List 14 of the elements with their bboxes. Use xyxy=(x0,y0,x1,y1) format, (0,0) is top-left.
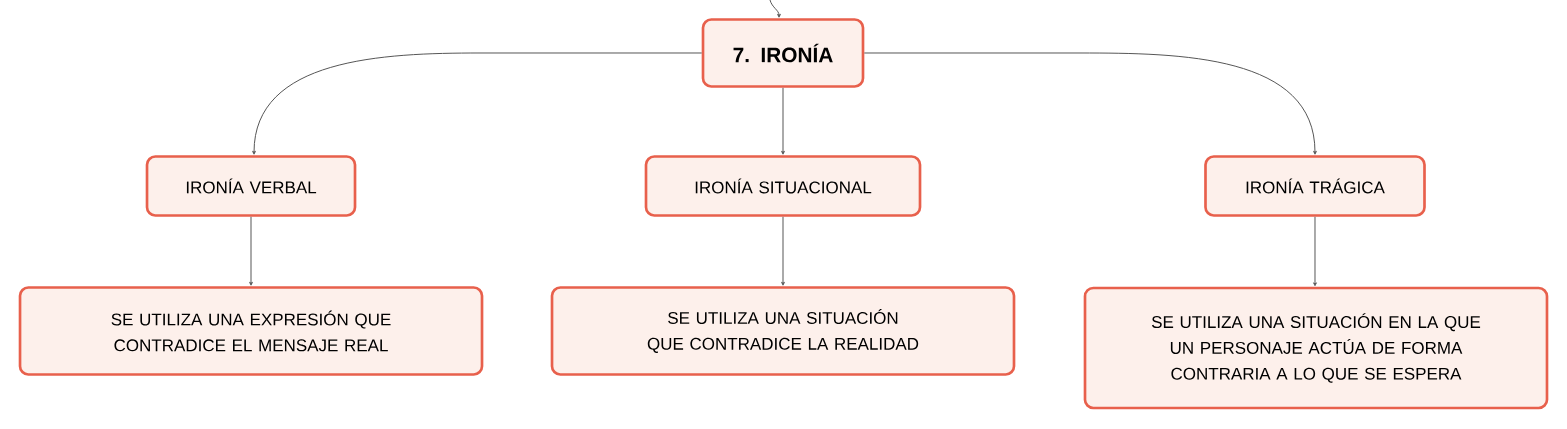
topic-box: IRONÍA TRÁGICA xyxy=(1204,155,1426,217)
arrow xyxy=(249,216,253,286)
arrow xyxy=(863,52,1317,155)
description-box: SE UTILIZA UNA EXPRESIÓN QUE CONTRADICE EL MENSAJE REAL xyxy=(18,286,484,376)
description-box: SE UTILIZA UNA SITUACIÓN QUE CONTRADICE LA REALIDAD xyxy=(550,286,1016,376)
heading-box: 7. IRONÍA xyxy=(701,18,865,88)
topic-box: IRONÍA SITUACIONAL xyxy=(644,155,922,217)
arrow xyxy=(769,0,781,18)
arrow xyxy=(781,216,785,286)
description-box: SE UTILIZA UNA SITUACIÓN EN LA QUE UN PERSONAJE ACTÚA DE FORMA CONTRARIA A LO QUE SE ESPERA xyxy=(1083,286,1549,410)
arrow xyxy=(1313,216,1317,287)
arrow xyxy=(252,52,703,155)
arrow xyxy=(781,87,785,155)
topic-box: IRONÍA VERBAL xyxy=(145,155,357,217)
